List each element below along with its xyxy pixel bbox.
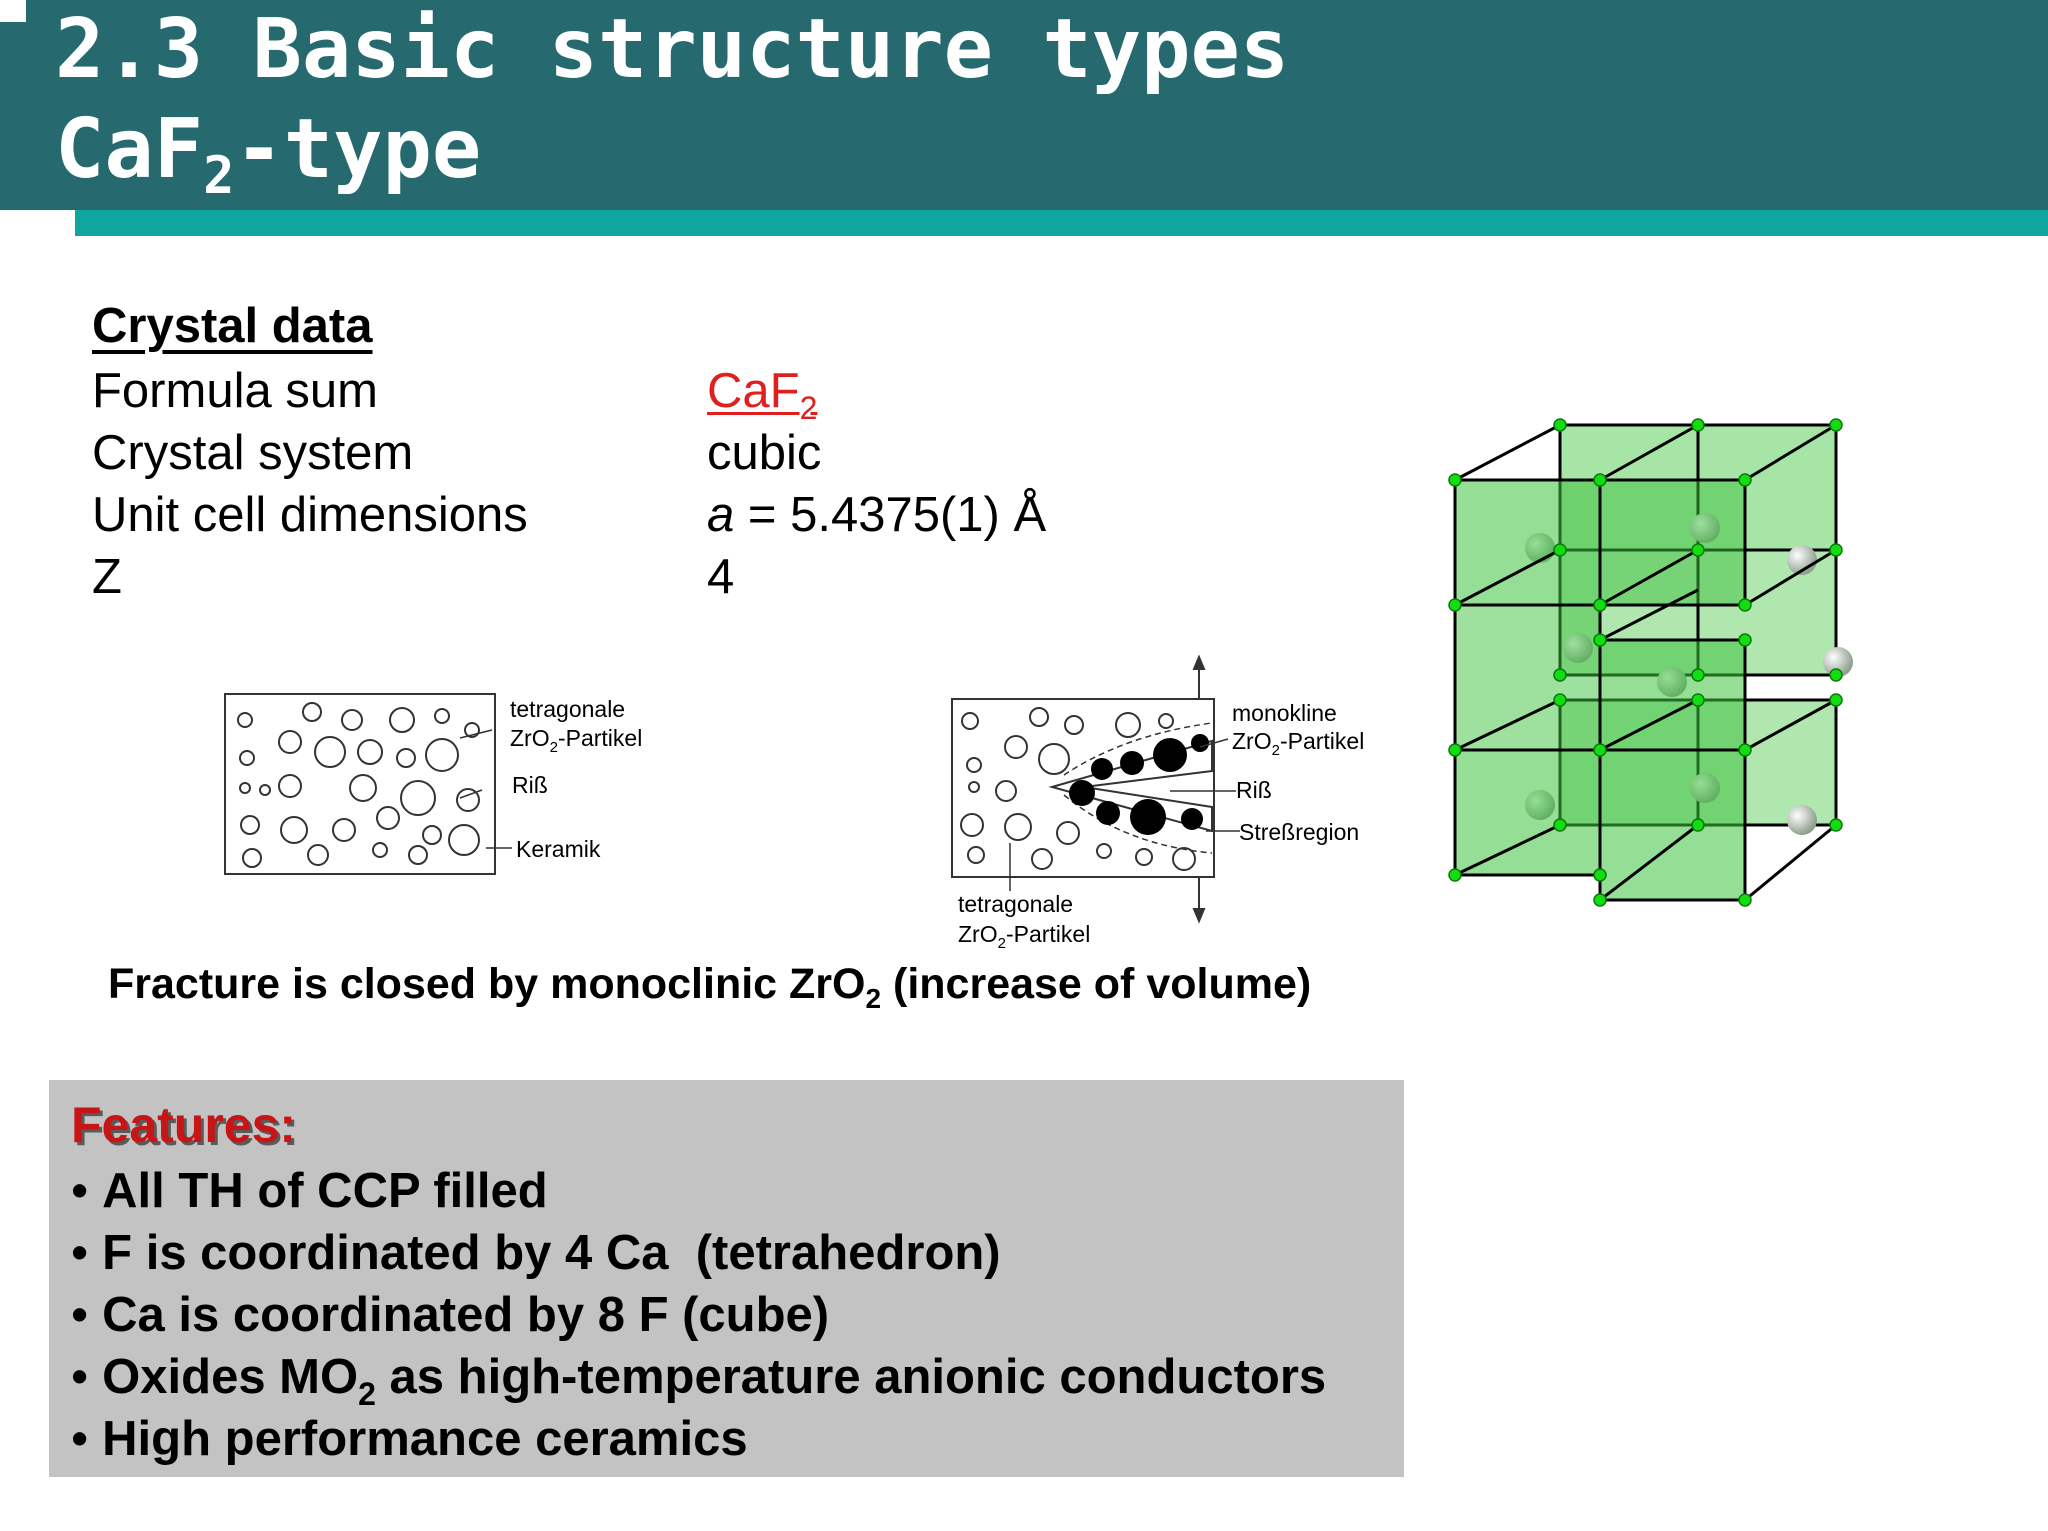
- title-bar: [0, 0, 2048, 210]
- caf2-crystal-structure: [1448, 418, 1853, 907]
- cell-value-number: = 5.4375(1) Å: [734, 488, 1047, 542]
- label-zro2-partikel: ZrO2-Partikel: [958, 921, 1090, 952]
- z-key: Z: [92, 550, 122, 604]
- label-monokline: monokline: [1232, 700, 1337, 726]
- formula-value-subscript: 2: [799, 390, 818, 426]
- z-value: 4: [707, 550, 735, 604]
- leader-lines: [459, 729, 512, 849]
- label-zro2-subscript: 2: [550, 739, 558, 756]
- fracture-caption: Fracture is closed by monoclinic ZrO2 (i…: [108, 960, 1312, 1013]
- list-item: High performance ceramics: [71, 1408, 1326, 1470]
- label-stressregion: Streßregion: [1239, 819, 1359, 845]
- monoclinic-particles: [1069, 734, 1209, 835]
- label-zro2-partikel: ZrO2-Partikel: [1232, 728, 1364, 759]
- list-item-text: Oxides MO: [102, 1350, 359, 1404]
- formula-value: CaF2: [707, 360, 817, 424]
- cube-edges: [1454, 423, 1837, 902]
- label-zro2-rest: -Partikel: [1280, 728, 1364, 754]
- formula-value-base: CaF: [707, 364, 800, 418]
- title-accent-bar: [75, 210, 2048, 236]
- tetragonal-particle-diagram: tetragonale ZrO2-Partikel Riß Keramik: [224, 693, 642, 875]
- title-line-1: 2.3 Basic structure types: [55, 2, 1290, 97]
- fracture-caption-text-end: (increase of volume): [881, 960, 1312, 1008]
- title-bar-notch: [0, 0, 26, 22]
- label-zro2-base: ZrO: [1232, 728, 1272, 754]
- features-list: All TH of CCP filled F is coordinated by…: [71, 1160, 1326, 1470]
- label-tetragonale: tetragonale: [510, 696, 625, 722]
- fracture-caption-text: Fracture is closed by monoclinic ZrO: [108, 960, 866, 1008]
- stress-arrows: [1192, 655, 1206, 924]
- tetragonal-particles: [960, 707, 1196, 871]
- label-riss: Riß: [512, 772, 548, 798]
- formula-key: Formula sum: [92, 364, 378, 418]
- cell-key: Unit cell dimensions: [92, 488, 528, 542]
- crystal-data-heading: Crystal data: [92, 299, 373, 353]
- features-box: Features: All TH of CCP filled F is coor…: [49, 1080, 1404, 1477]
- label-zro2-rest: -Partikel: [1006, 921, 1090, 947]
- label-zro2-subscript: 2: [1272, 742, 1280, 759]
- front-cubes: [1453, 478, 1747, 902]
- label-zro2-base: ZrO: [510, 725, 550, 751]
- monoclinic-particle-diagram: monokline ZrO2-Partikel Riß Streßregion …: [951, 655, 1364, 952]
- label-tetragonale: tetragonale: [958, 891, 1073, 917]
- title-line-2: CaF2-type: [55, 100, 1289, 202]
- cell-value-symbol: a: [707, 488, 735, 542]
- system-value: cubic: [707, 426, 822, 480]
- ceramic-block: [224, 693, 496, 875]
- calcium-atoms: [1448, 418, 1843, 907]
- title-formula-subscript: 2: [203, 146, 235, 206]
- system-key: Crystal system: [92, 426, 414, 480]
- leader-lines: [1009, 738, 1240, 891]
- features-title: Features:: [71, 1097, 297, 1153]
- cell-value: a = 5.4375(1) Å: [707, 484, 1046, 546]
- label-zro2-subscript: 2: [998, 935, 1006, 952]
- label-keramik: Keramik: [516, 836, 601, 862]
- label-zro2-partikel: ZrO2-Partikel: [510, 725, 642, 756]
- tetragonal-particles: [237, 702, 480, 868]
- list-item-subscript: 2: [358, 1376, 376, 1412]
- label-zro2-rest: -Partikel: [558, 725, 642, 751]
- list-item: F is coordinated by 4 Ca (tetrahedron): [71, 1222, 1326, 1284]
- label-zro2-base: ZrO: [958, 921, 998, 947]
- list-item-text-end: as high-temperature anionic conductors: [375, 1350, 1327, 1404]
- title-formula-base: CaF: [55, 102, 204, 197]
- title-formula-rest: -type: [234, 102, 482, 197]
- list-item: Oxides MO2 as high-temperature anionic c…: [71, 1346, 1327, 1410]
- list-item: Ca is coordinated by 8 F (cube): [71, 1284, 1326, 1346]
- fracture-caption-subscript: 2: [865, 983, 882, 1014]
- label-riss: Riß: [1236, 777, 1272, 803]
- slide-title: 2.3 Basic structure types CaF2-type: [55, 0, 1290, 202]
- list-item: All TH of CCP filled: [71, 1160, 1326, 1222]
